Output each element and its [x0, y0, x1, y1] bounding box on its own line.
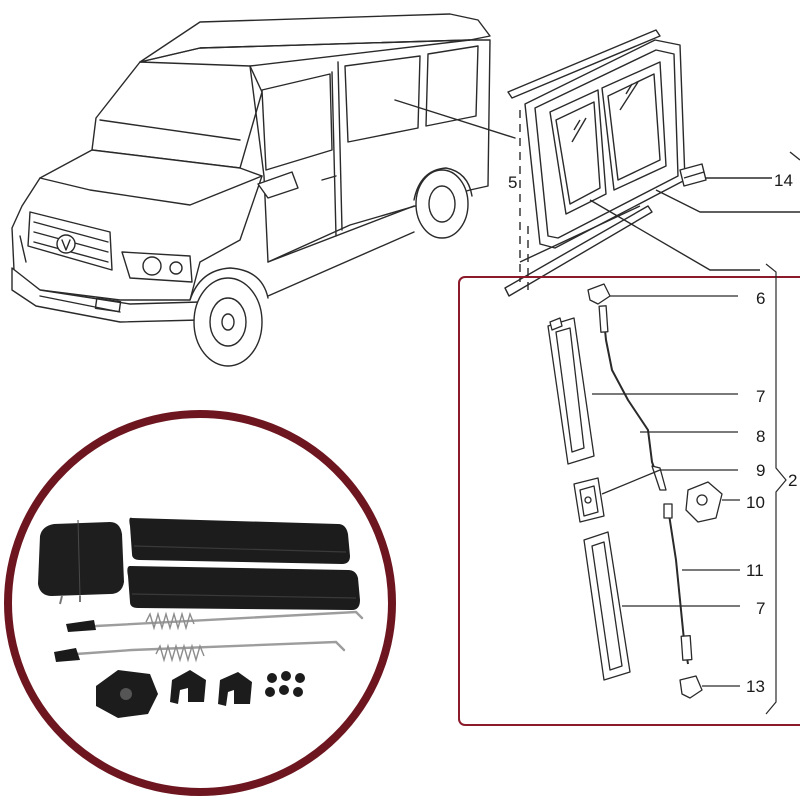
- rod-8: [602, 309, 661, 485]
- detail-highlight-box: [458, 276, 800, 726]
- group-brace: [765, 263, 787, 715]
- callout-labels: 5 14 6 7 8 9 2 10 11 7 13: [508, 171, 797, 696]
- callout-5: 5: [508, 173, 517, 192]
- detail-parts: [547, 283, 740, 699]
- kit-bracket-right: [218, 672, 252, 706]
- clip-6: [587, 283, 611, 305]
- kit-spring-lower: [155, 643, 205, 663]
- kit-spring-upper: [145, 611, 195, 631]
- kit-strip-upper: [129, 517, 350, 564]
- callout-14: 14: [774, 171, 793, 190]
- callout-6: 6: [756, 289, 765, 308]
- kit-small-clips: [265, 671, 305, 697]
- kit-rods: [74, 610, 364, 656]
- callout-13: 13: [746, 677, 765, 696]
- callout-10: 10: [746, 493, 765, 512]
- window-assembly: [504, 29, 800, 297]
- callout-7-upper: 7: [756, 387, 765, 406]
- callout-2: 2: [788, 471, 797, 490]
- kit-cover: [38, 522, 124, 596]
- callout-11: 11: [746, 561, 764, 580]
- kit-strip-lower: [127, 566, 360, 610]
- callout-7-lower: 7: [756, 599, 765, 618]
- repair-kit-photo: [4, 410, 396, 796]
- van-illustration: [11, 13, 516, 367]
- kit-bracket-left: [170, 670, 206, 704]
- callout-9: 9: [756, 461, 765, 480]
- callout-8: 8: [756, 427, 765, 446]
- clip-13: [679, 675, 703, 699]
